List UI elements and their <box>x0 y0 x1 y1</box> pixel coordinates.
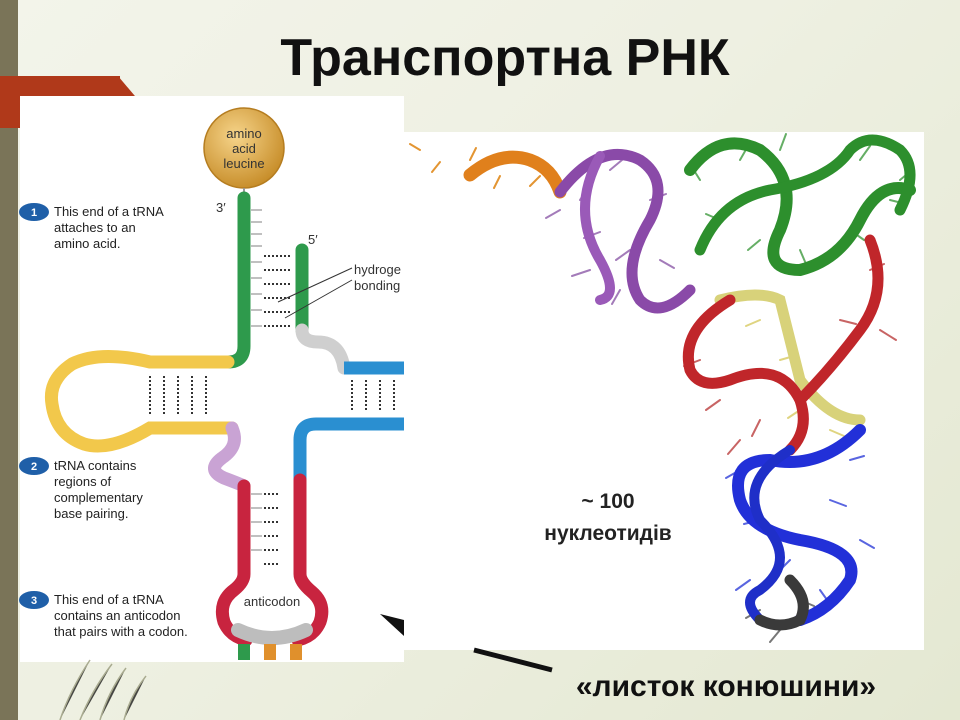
nucleotide-unit: нуклеотидів <box>544 522 672 545</box>
svg-text:3: 3 <box>31 595 37 607</box>
anticodon-stem-right <box>291 473 329 647</box>
slide-title: Транспортна РНК <box>280 29 730 87</box>
amino-acid-line-2: acid <box>232 141 256 156</box>
hydrogen-label-line-2: bonding <box>354 278 400 293</box>
green-ribbon <box>684 137 916 277</box>
variable-loop <box>208 421 251 493</box>
cloverleaf-2d: amino acid leucine 3′ 5′ hydroge bondi <box>44 107 404 660</box>
t-arm-bottom <box>293 417 404 480</box>
orange-ribbon <box>463 150 567 199</box>
note-1-line-3: amino acid. <box>54 236 120 251</box>
acceptor-stem-3prime <box>221 191 251 369</box>
amino-acid-line-3: leucine <box>223 156 264 171</box>
trna-3d-structure-panel <box>404 132 924 650</box>
anticodon-label: anticodon <box>244 594 300 609</box>
note-1-line-1: This end of a tRNA <box>54 204 164 219</box>
svg-text:2: 2 <box>31 461 37 473</box>
step-badge-1 <box>19 203 49 221</box>
caption-pointer-arrow <box>380 614 553 673</box>
note-2-line-3: complementary <box>54 490 143 505</box>
note-2-line-4: base pairing. <box>54 506 128 521</box>
decor-grass <box>59 659 147 720</box>
grey-ribbon <box>754 574 809 631</box>
trna-3d-model <box>409 133 916 643</box>
svg-text:1: 1 <box>31 207 37 219</box>
three-prime-label: 3′ <box>216 200 226 215</box>
cloverleaf-caption: «листок конюшини» <box>576 670 876 703</box>
yellow-ribbon <box>714 289 866 426</box>
note-2-line-1: tRNA contains <box>54 458 137 473</box>
note-3-line-3: that pairs with a codon. <box>54 624 188 639</box>
purple-ribbon <box>554 148 696 314</box>
note-3: 3 This end of a tRNA contains an anticod… <box>19 591 188 639</box>
note-1: 1 This end of a tRNA attaches to an amin… <box>19 203 164 251</box>
connector-grey <box>295 323 351 375</box>
trna-diagram-panel <box>20 96 404 662</box>
note-2-line-2: regions of <box>54 474 111 489</box>
anticodon-bar <box>231 623 313 645</box>
left-decor-bar <box>0 0 18 720</box>
anticodon-stem-left <box>215 479 253 647</box>
note-2: 2 tRNA contains regions of complementary… <box>19 457 143 521</box>
nucleotide-count: ~ 100 <box>581 490 634 513</box>
note-3-line-2: contains an anticodon <box>54 608 180 623</box>
step-badge-2 <box>19 457 49 475</box>
d-loop <box>44 350 239 453</box>
amino-acid-line-1: amino <box>226 126 261 141</box>
note-1-line-2: attaches to an <box>54 220 136 235</box>
hydrogen-label-line-1: hydroge <box>354 262 401 277</box>
five-prime-label: 5′ <box>308 232 318 247</box>
step-badge-3 <box>19 591 49 609</box>
note-3-line-1: This end of a tRNA <box>54 592 164 607</box>
red-ribbon <box>682 294 809 456</box>
